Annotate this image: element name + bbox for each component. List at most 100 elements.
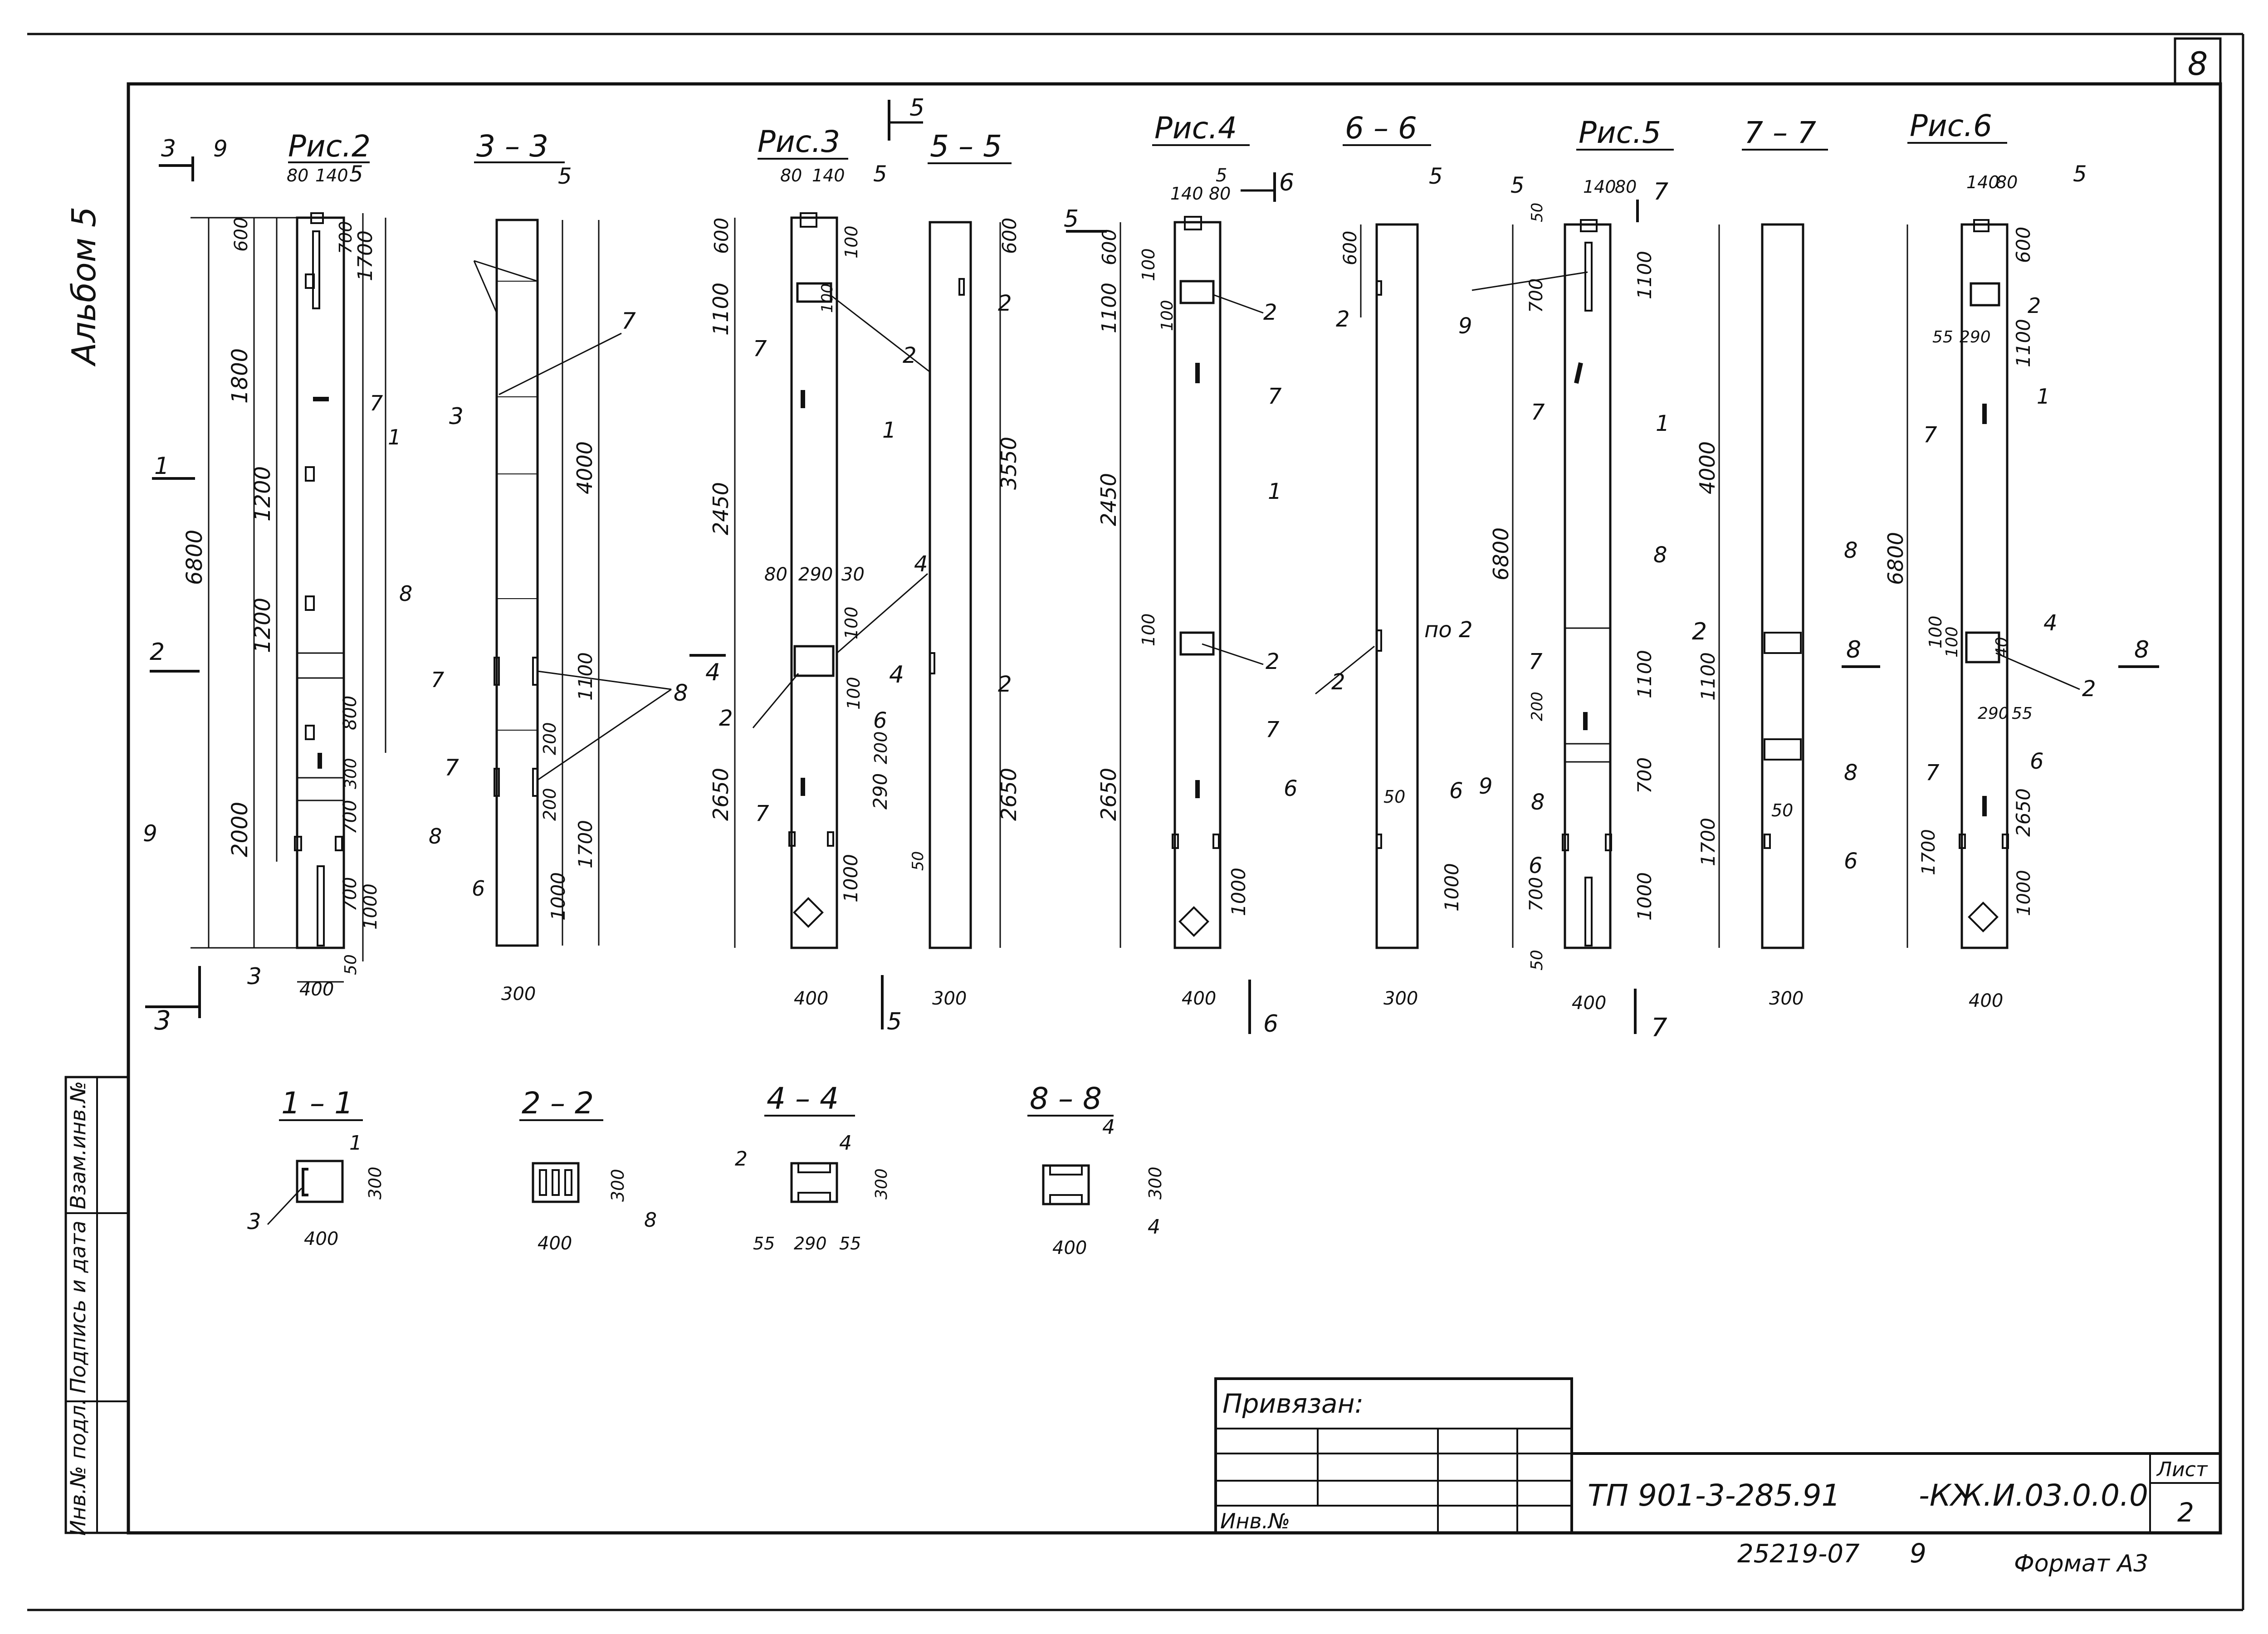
fig2-lbl-6: 6 bbox=[472, 876, 485, 901]
fig5-dim-700a: 700 bbox=[1526, 278, 1547, 313]
sheet-number: 2 bbox=[2177, 1497, 2194, 1528]
fig2-dim-1800: 1800 bbox=[227, 348, 253, 404]
sec44-lbl-4: 4 bbox=[839, 1132, 852, 1155]
fig2-lbl-8b: 8 bbox=[429, 824, 442, 849]
sec55-lbl-2: 2 bbox=[998, 291, 1012, 316]
fig6-dim-1000: 1000 bbox=[2014, 870, 2034, 916]
format-label: Формат А3 bbox=[2014, 1550, 2148, 1577]
fig5-lbl-8b: 8 bbox=[1531, 790, 1545, 815]
fig5-cut-7-top: 7 bbox=[1653, 178, 1668, 205]
fig6-lbl-7b: 7 bbox=[1926, 760, 1940, 785]
fig3-dim-100d: 100 bbox=[844, 677, 864, 710]
fig6-dim-6800: 6800 bbox=[1883, 532, 1908, 585]
fig6-dim-600: 600 bbox=[2012, 227, 2034, 263]
figure-2: Рис.2 6800 1800 1200 1200 2000 600 17 bbox=[143, 129, 485, 1036]
sec66-lbl-2b: 2 bbox=[1331, 669, 1345, 695]
fig2-lbl-7b: 7 bbox=[431, 668, 444, 692]
sec33-dim-200b: 200 bbox=[540, 788, 560, 821]
fig3-dim-600: 600 bbox=[710, 218, 733, 254]
sec77-dim-50: 50 bbox=[1771, 800, 1793, 820]
fig2-dim-80: 80 bbox=[287, 166, 308, 185]
fig2-lbl-8: 8 bbox=[399, 581, 412, 606]
fig5-title: Рис.5 bbox=[1579, 115, 1661, 150]
sec77-lbl-8b: 8 bbox=[1844, 760, 1858, 785]
fig4-dim-100a: 100 bbox=[1139, 248, 1158, 281]
fig6-lbl-5: 5 bbox=[2073, 161, 2087, 187]
fig3-lbl-1: 1 bbox=[882, 418, 896, 443]
fig4-dim-140: 140 bbox=[1170, 184, 1203, 204]
fig2-dim-700a: 700 bbox=[340, 800, 361, 834]
fig6-lbl-2: 2 bbox=[2028, 293, 2041, 318]
section-6-6: 6 – 6 600 1000 300 50 5 2 2 6 bbox=[1315, 111, 1463, 1009]
sec77-lbl-8: 8 bbox=[1844, 538, 1858, 563]
fig4-lbl-2b: 2 bbox=[1266, 649, 1280, 674]
fig3-cut-5-bottom: 5 bbox=[887, 1008, 902, 1035]
stamp-cell-sign: Подпись и дата bbox=[66, 1220, 90, 1393]
fig6-lbl-4: 4 bbox=[2043, 610, 2058, 636]
fig6-dim-55b: 55 bbox=[2012, 704, 2033, 723]
fig6-dim-290: 290 bbox=[1960, 328, 1991, 346]
fig2-dim-50: 50 bbox=[342, 954, 360, 975]
sec55-dim-600: 600 bbox=[998, 218, 1021, 254]
stamp-cell-replace: Взам.инв.№ bbox=[66, 1081, 90, 1209]
sheet-label: Лист bbox=[2156, 1458, 2208, 1481]
fig6-dim-55: 55 bbox=[1932, 328, 1953, 346]
sec11-title: 1 – 1 bbox=[281, 1086, 353, 1121]
fig2-dim-300: 300 bbox=[342, 758, 360, 789]
fig3-cut-4b: 4 bbox=[889, 661, 904, 688]
fig3-lbl-6: 6 bbox=[873, 708, 887, 733]
sec55-dim-3550: 3550 bbox=[997, 437, 1021, 490]
fig3-cut-4: 4 bbox=[705, 659, 720, 686]
fig4-lbl-6: 6 bbox=[1284, 776, 1298, 801]
sec66-dim-300: 300 bbox=[1383, 988, 1418, 1009]
sec33-lbl-7b: 7 bbox=[445, 755, 459, 781]
sec44-dim-300: 300 bbox=[872, 1168, 891, 1200]
sec11-dim-400: 400 bbox=[304, 1229, 338, 1249]
sec55-title: 5 – 5 bbox=[930, 129, 1002, 164]
fig2-dim-1200a: 1200 bbox=[250, 466, 275, 522]
figure-5: Рис.5 6800 700 50 1100 1100 700 1000 700… bbox=[1424, 115, 1707, 1043]
sec88-lbl-4b: 4 bbox=[1148, 1215, 1160, 1239]
fig2-dim-1700a: 1700 bbox=[354, 230, 377, 281]
fig3-dim-100a: 100 bbox=[841, 225, 861, 259]
fig3-dim-1000: 1000 bbox=[840, 854, 862, 902]
fig4-dim-400: 400 bbox=[1182, 988, 1216, 1009]
fig3-lbl-7: 7 bbox=[753, 336, 767, 361]
document-code: ТП 901-3-285.91 bbox=[1588, 1478, 1840, 1513]
sec77-title: 7 – 7 bbox=[1744, 115, 1816, 150]
sec22-dim-400: 400 bbox=[538, 1233, 572, 1254]
sec33-lbl-3: 3 bbox=[449, 403, 464, 429]
fig4-dim-100b: 100 bbox=[1158, 300, 1177, 331]
sec55-dim-300: 300 bbox=[932, 988, 967, 1009]
fig4-lbl-5: 5 bbox=[1216, 165, 1227, 186]
sec22-lbl-8: 8 bbox=[644, 1209, 657, 1232]
sec44-dim-55a: 55 bbox=[753, 1234, 775, 1254]
section-7-7: 7 – 7 4000 1100 1700 300 50 8 8 6 bbox=[1695, 115, 1858, 1009]
fig3-dim-400: 400 bbox=[794, 988, 828, 1009]
sec33-lbl-7: 7 bbox=[621, 308, 636, 334]
archive-number: 25219-07 bbox=[1737, 1539, 1860, 1569]
sec66-dim-600: 600 bbox=[1340, 231, 1361, 265]
fig2-lbl-9: 9 bbox=[213, 136, 228, 162]
album-label: Альбом 5 bbox=[65, 206, 103, 366]
fig5-lbl-5: 5 bbox=[1510, 173, 1525, 198]
inv-label: Инв.№ bbox=[1220, 1509, 1290, 1533]
title-block: Привязан: Инв.№ ТП 901-3-285.91 -КЖ.И.03… bbox=[1214, 1377, 2222, 1534]
fig5-lbl-7: 7 bbox=[1531, 400, 1545, 425]
fig3-title: Рис.3 bbox=[758, 124, 840, 159]
sec55-lbl-2b: 2 bbox=[998, 672, 1012, 697]
fig5-dim-80: 80 bbox=[1615, 177, 1637, 197]
fig4-lbl-2: 2 bbox=[1263, 300, 1277, 325]
sec33-lbl-5: 5 bbox=[558, 164, 572, 189]
figure-3: Рис.3 600 1100 2450 2650 100 100 100 100… bbox=[689, 94, 930, 1035]
sec33-title: 3 – 3 bbox=[476, 129, 548, 164]
sec33-dim-200a: 200 bbox=[540, 722, 560, 755]
fig2-title: Рис.2 bbox=[288, 129, 371, 164]
section-5-5: 5 – 5 600 3550 2650 2 2 300 50 bbox=[909, 129, 1021, 1009]
fig3-dim-80b: 80 bbox=[764, 564, 787, 585]
sec66-dim-1000: 1000 bbox=[1441, 863, 1463, 912]
fig5-dim-200: 200 bbox=[1528, 692, 1546, 721]
sec77-lbl-6: 6 bbox=[1844, 849, 1858, 874]
sec66-dim-50: 50 bbox=[1383, 787, 1405, 807]
